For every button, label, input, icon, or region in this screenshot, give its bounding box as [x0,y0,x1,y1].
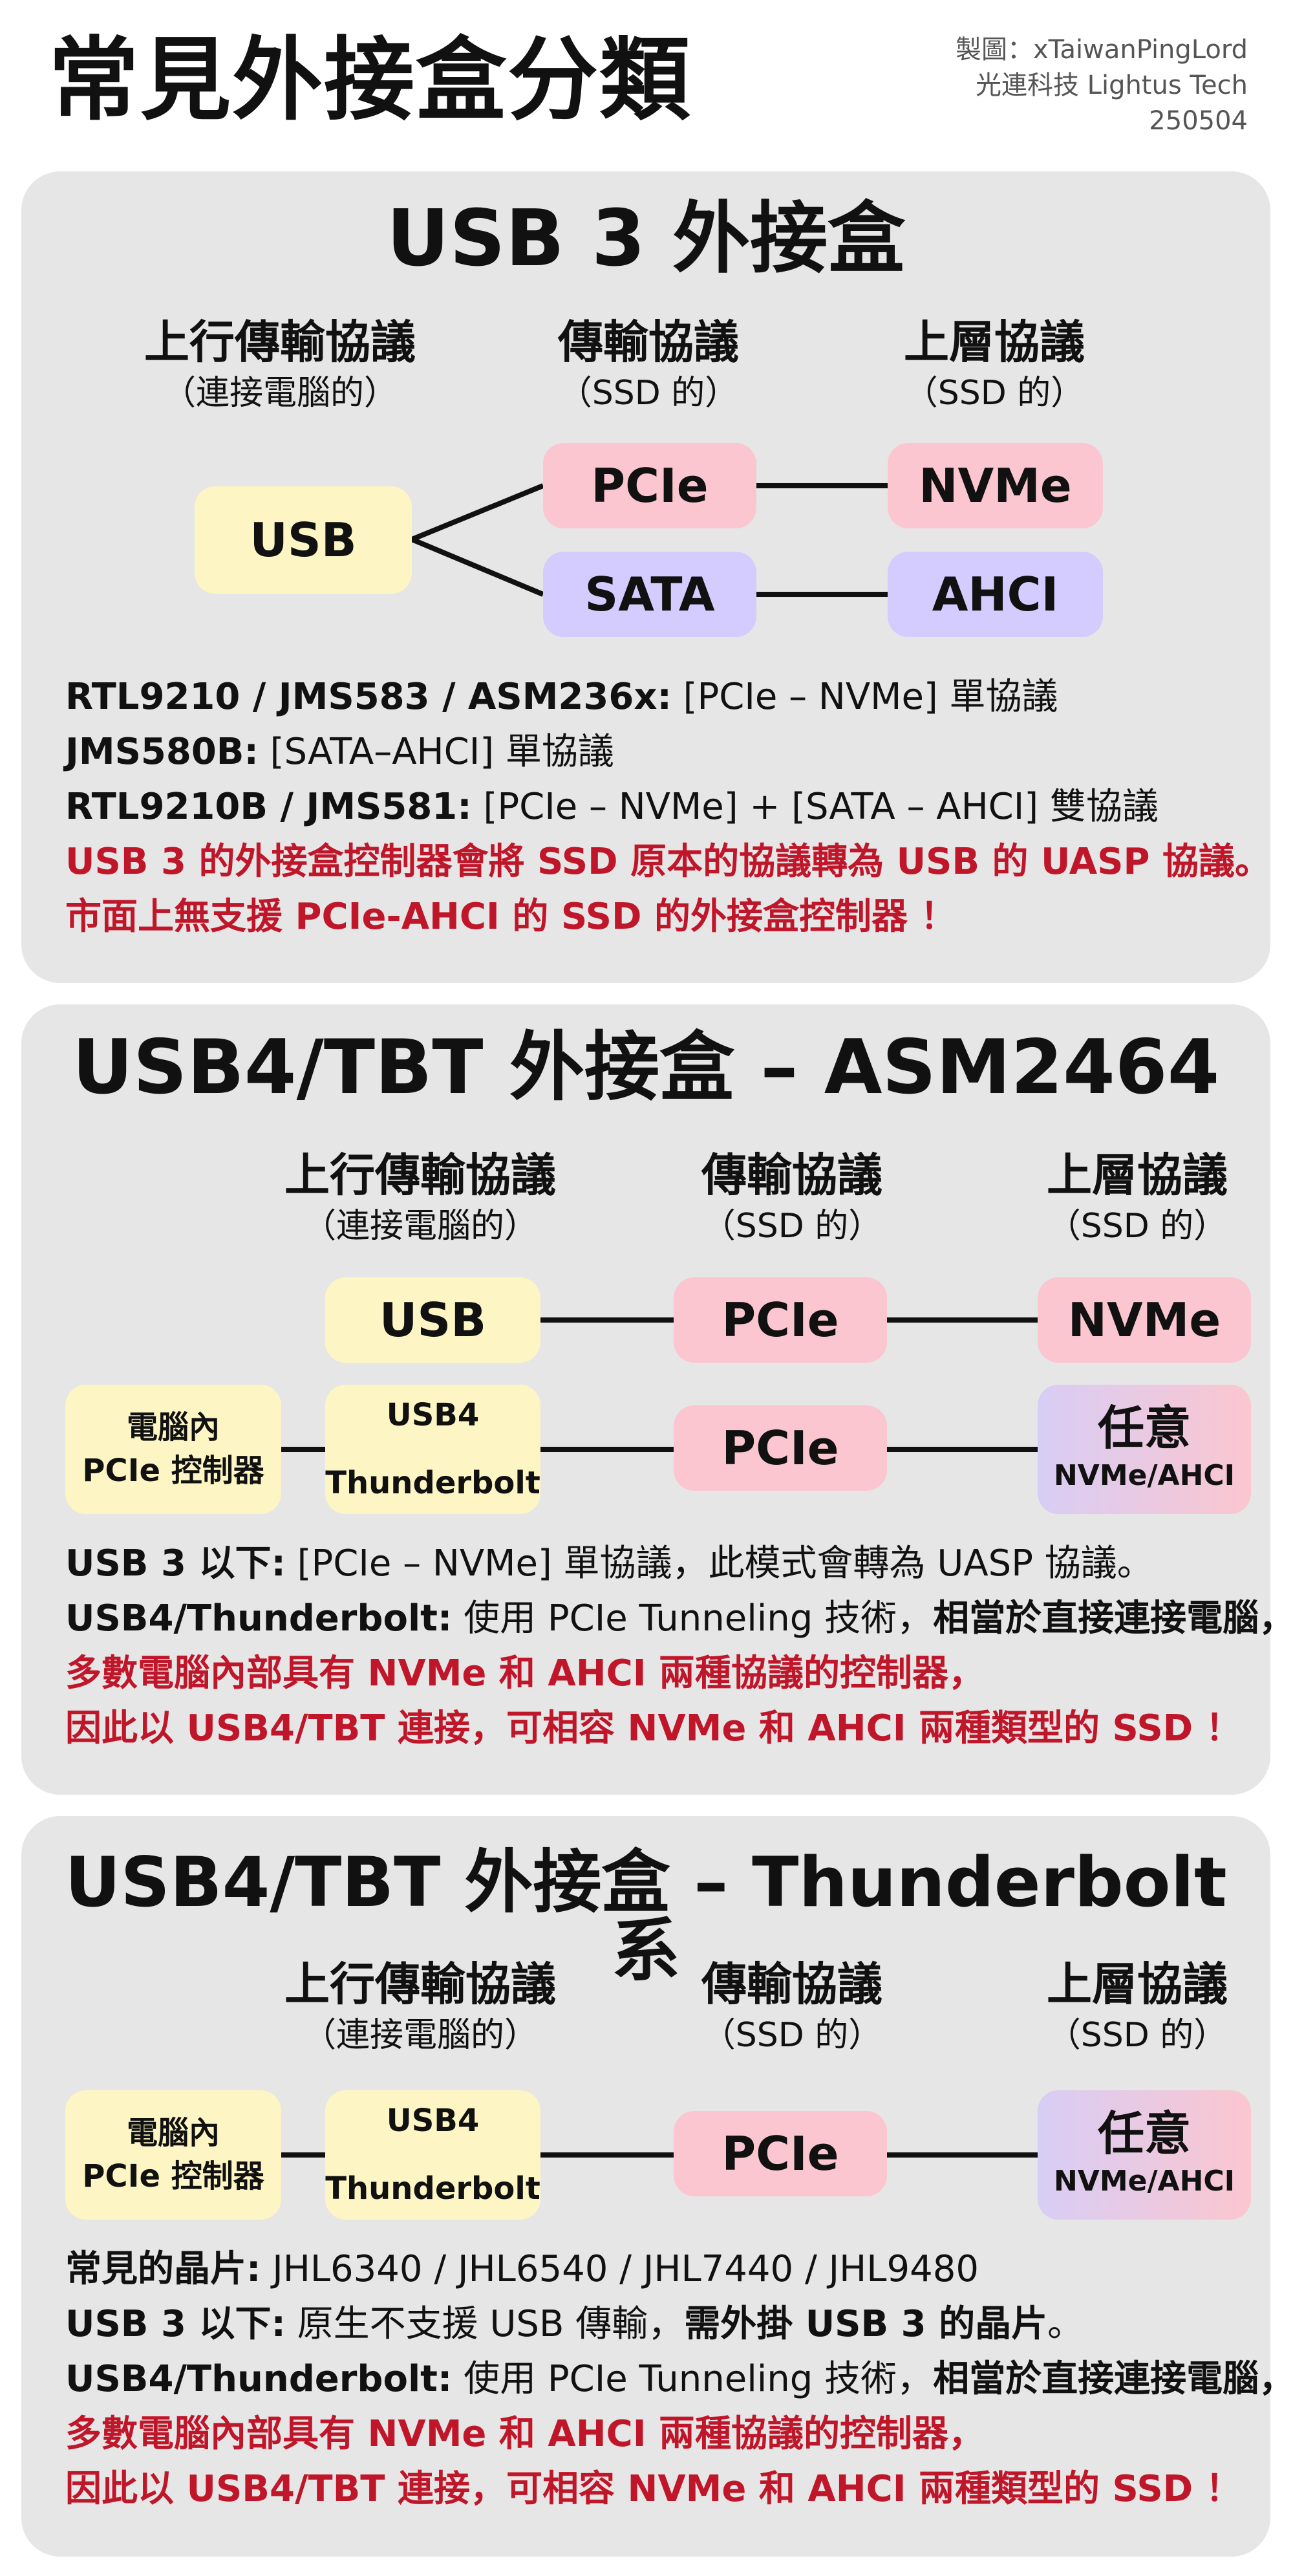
column-upstream: 上行傳輸協議 （連接電腦的） [259,1957,582,2058]
column-upstream-sub: （連接電腦的） [162,374,398,413]
note-highlight: 因此以 USB4/TBT 連接，可相容 NVMe 和 AHCI 兩種類型的 SS… [65,2468,1242,2510]
column-upper-sub: （SSD 的） [1047,2016,1228,2055]
column-upper-heading: 上層協議 [904,316,1085,369]
column-upper-heading: 上層協議 [1047,1958,1228,2011]
column-transport-sub: （SSD 的） [701,2016,882,2055]
column-upper-sub: （SSD 的） [1047,1207,1228,1246]
box-usb: USB [325,1277,540,1363]
note-highlight: 多數電腦內部具有 NVMe 和 AHCI 兩種協議的控制器， [65,2413,985,2455]
column-transport: 傳輸協議 （SSD 的） [630,1148,954,1249]
note-highlight: 市面上無支援 PCIe-AHCI 的 SSD 的外接盒控制器 ！ [65,896,957,938]
column-upper: 上層協議 （SSD 的） [976,1957,1293,2058]
box-ahci: AHCI [888,552,1103,637]
panel-usb3-notes: RTL9210 / JMS583 / ASM236x: [PCIe – NVMe… [65,669,1272,944]
note-line: RTL9210B / JMS581: [PCIe – NVMe] + [SATA… [65,786,1159,828]
box-pc-pcie-controller: 電腦內 PCIe 控制器 [65,2090,281,2220]
panel-asm2464-title: USB4/TBT 外接盒 – ASM2464 [72,1024,1220,1111]
box-pcie: PCIe [543,443,756,528]
fork-connector [405,483,544,597]
column-transport-sub: （SSD 的） [701,1207,882,1246]
connector-pcie-nvme [756,483,888,488]
box-pc-pcie-controller: 電腦內 PCIe 控制器 [65,1385,281,1514]
box-pcie: PCIe [674,2111,887,2196]
column-upper: 上層協議 （SSD 的） [976,1148,1293,1249]
column-transport-heading: 傳輸協議 [701,1958,882,2011]
column-upstream: 上行傳輸協議 （連接電腦的） [118,315,442,416]
box-any-nvme-ahci: 任意 NVMe/AHCI [1038,1385,1251,1514]
column-upstream-heading: 上行傳輸協議 [284,1149,556,1202]
column-upstream-sub: （連接電腦的） [302,1207,538,1246]
note-line: RTL9210 / JMS583 / ASM236x: [PCIe – NVMe… [65,676,1058,718]
panel-thunderbolt: USB4/TBT 外接盒 – Thunderbolt 系 上行傳輸協議 （連接電… [21,1816,1293,2557]
box-usb4-thunderbolt: USB4 Thunderbolt [325,1385,540,1514]
box-nvme: NVMe [888,443,1103,528]
credit-author: 製圖：xTaiwanPingLord [956,35,1248,65]
box-any-nvme-ahci: 任意 NVMe/AHCI [1038,2090,1251,2220]
panel-asm2464: USB4/TBT 外接盒 – ASM2464 上行傳輸協議 （連接電腦的） 傳輸… [21,1004,1293,1795]
panel-asm2464-notes: USB 3 以下: [PCIe – NVMe] 單協議，此模式會轉為 UASP … [65,1536,1293,1756]
column-upper-sub: （SSD 的） [904,374,1085,413]
panel-usb3: USB 3 外接盒 上行傳輸協議 （連接電腦的） 傳輸協議 （SSD 的） 上層… [21,171,1272,983]
connector-pcie-nvme [887,1317,1038,1323]
panel-thunderbolt-title: USB4/TBT 外接盒 – Thunderbolt 系 [65,1843,1227,1991]
panel-usb3-title: USB 3 外接盒 [386,194,906,284]
box-usb: USB [195,486,412,594]
note-line: USB4/Thunderbolt: 使用 PCIe Tunneling 技術，相… [65,1597,1293,1640]
note-highlight: USB 3 的外接盒控制器會將 SSD 原本的協議轉為 USB 的 UASP 協… [65,841,1272,883]
box-pcie: PCIe [674,1277,887,1363]
note-highlight: 因此以 USB4/TBT 連接，可相容 NVMe 和 AHCI 兩種類型的 SS… [65,1707,1242,1749]
column-upstream-sub: （連接電腦的） [302,2016,538,2055]
credit-block: 製圖：xTaiwanPingLord 光連科技 Lightus Tech 250… [956,32,1248,139]
column-upper: 上層協議 （SSD 的） [833,315,1156,416]
column-transport-sub: （SSD 的） [558,374,739,413]
column-upper-heading: 上層協議 [1047,1149,1228,1202]
note-line: USB 3 以下: [PCIe – NVMe] 單協議，此模式會轉為 UASP … [65,1542,1153,1585]
panel-thunderbolt-notes: 常見的晶片: JHL6340 / JHL6540 / JHL7440 / JHL… [65,2242,1293,2516]
box-sata: SATA [543,552,756,637]
page-title: 常見外接盒分類 [48,28,692,133]
connector-pcie-any [887,1447,1038,1452]
column-transport: 傳輸協議 （SSD 的） [630,1957,954,2058]
connector-sata-ahci [756,592,888,597]
note-line: 常見的晶片: JHL6340 / JHL6540 / JHL7440 / JHL… [65,2248,979,2290]
connector-usb-pcie [540,1317,674,1323]
column-transport: 傳輸協議 （SSD 的） [487,315,810,416]
column-transport-heading: 傳輸協議 [701,1149,882,1202]
column-transport-heading: 傳輸協議 [558,316,739,369]
note-highlight: 多數電腦內部具有 NVMe 和 AHCI 兩種協議的控制器， [65,1652,985,1694]
box-nvme: NVMe [1038,1277,1251,1363]
connector-pcie-any [887,2152,1038,2158]
box-usb4-thunderbolt: USB4 Thunderbolt [325,2090,540,2220]
column-upstream: 上行傳輸協議 （連接電腦的） [259,1148,582,1249]
column-upstream-heading: 上行傳輸協議 [284,1958,556,2011]
box-pcie: PCIe [674,1405,887,1491]
note-line: USB 3 以下: 原生不支援 USB 傳輸，需外掛 USB 3 的晶片。 [65,2303,1084,2345]
column-upstream-heading: 上行傳輸協議 [144,316,416,369]
note-line: JMS580B: [SATA–AHCI] 單協議 [65,731,614,773]
credit-company: 光連科技 Lightus Tech [975,70,1248,100]
credit-date: 250504 [1149,106,1248,136]
note-line: USB4/Thunderbolt: 使用 PCIe Tunneling 技術，相… [65,2358,1293,2400]
